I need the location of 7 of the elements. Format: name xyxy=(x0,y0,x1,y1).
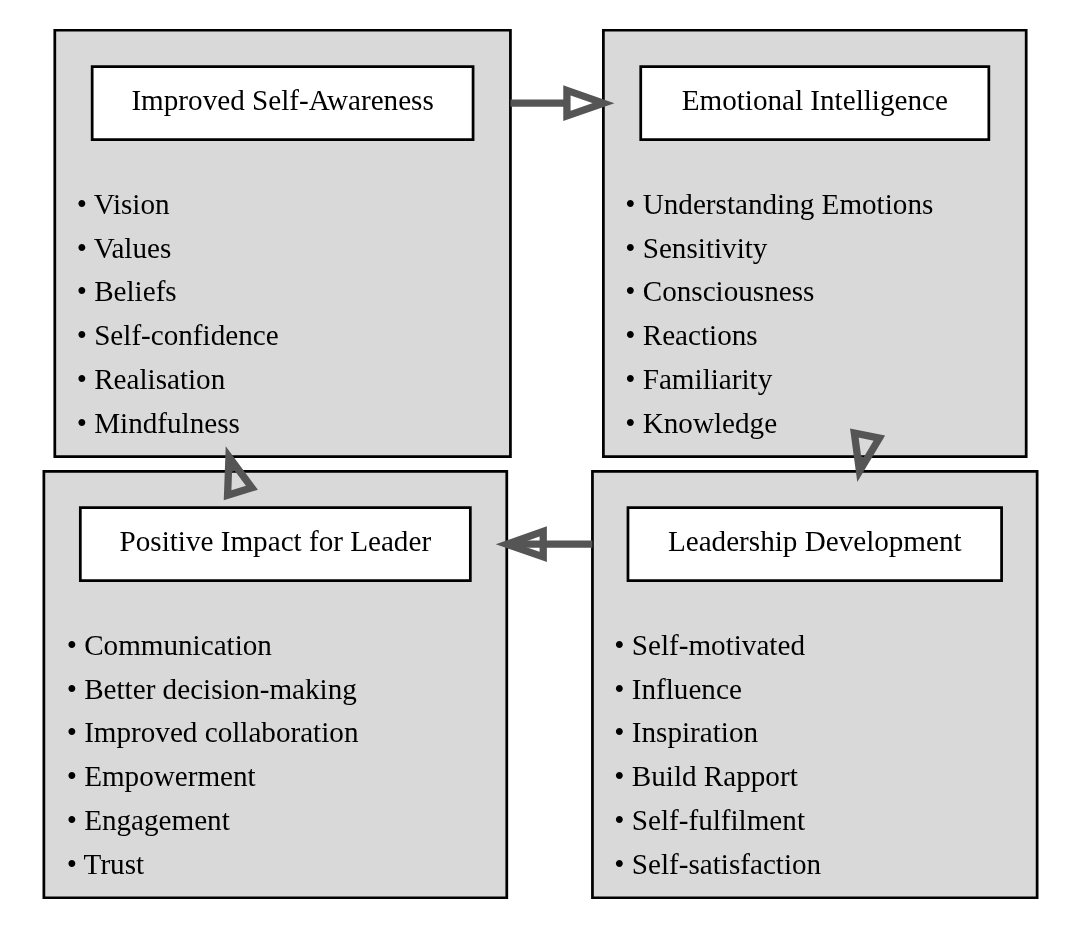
arrow xyxy=(495,526,593,563)
node-box: Improved Self-Awareness xyxy=(90,65,475,141)
arrow xyxy=(510,85,615,122)
node-box: Emotional Intelligence xyxy=(639,65,991,141)
node-box: Leadership Development xyxy=(626,506,1003,582)
node-box: Positive Impact for Leader xyxy=(78,506,472,582)
arrow xyxy=(850,428,886,483)
